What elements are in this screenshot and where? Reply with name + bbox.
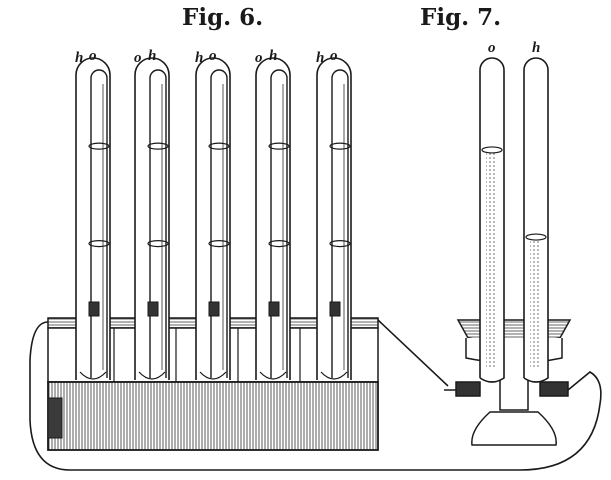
liquid-level: [268, 142, 290, 150]
liquid-level: [88, 240, 110, 248]
liquid-level: [329, 240, 351, 248]
tube-bottom: [79, 371, 107, 380]
liquid-level: [329, 142, 351, 150]
inner-tube: [90, 69, 108, 378]
tube-label-right: o: [330, 48, 338, 64]
tube-label-left: h: [75, 50, 83, 66]
tube-label-right: h: [148, 48, 156, 64]
fig7-level: [481, 146, 503, 154]
fig7-stem: [499, 360, 529, 411]
electrode-fitting: [208, 301, 220, 317]
liquid-level: [88, 142, 110, 150]
fig7-tube-label: o: [488, 40, 496, 56]
tube-bottom: [199, 371, 227, 380]
tube-bottom: [259, 371, 287, 380]
fig7-left-electrode: [455, 381, 481, 397]
liquid-level: [147, 142, 169, 150]
tube-label-right: o: [209, 48, 217, 64]
fig7-title: Fig. 7.: [420, 4, 502, 31]
tube-label-right: o: [89, 48, 97, 64]
inner-tube: [210, 69, 228, 378]
inner-tube: [270, 69, 288, 378]
electrode-fitting: [88, 301, 100, 317]
tube-label-left: o: [134, 50, 142, 66]
liquid-level: [208, 142, 230, 150]
tube-label-left: h: [316, 50, 324, 66]
fig7-right-electrode: [539, 381, 569, 397]
fig7-tube: h: [523, 40, 549, 383]
circuit-wire: [29, 319, 602, 471]
inner-tube: [331, 69, 349, 378]
tube-label-left: o: [255, 50, 263, 66]
fig7-foot: [471, 411, 557, 446]
fig7-liquid: [486, 149, 496, 368]
tube-bottom: [320, 371, 348, 380]
fig7-tube: o: [479, 40, 505, 383]
electrode-fitting: [329, 301, 341, 317]
tube-label-left: h: [195, 50, 203, 66]
electrode-fitting: [268, 301, 280, 317]
electrode-fitting: [147, 301, 159, 317]
tube-bottom: [138, 371, 166, 380]
liquid-level: [268, 240, 290, 248]
fig7-liquid: [530, 237, 540, 368]
tube-label-right: h: [269, 48, 277, 64]
liquid-level: [208, 240, 230, 248]
fig7-level: [525, 233, 547, 241]
inner-tube: [149, 69, 167, 378]
trough-wood-body: [47, 381, 379, 451]
fig6-title: Fig. 6.: [182, 4, 264, 31]
trough-end-block: [47, 397, 63, 439]
fig7-tube-label: h: [532, 40, 540, 56]
liquid-level: [147, 240, 169, 248]
